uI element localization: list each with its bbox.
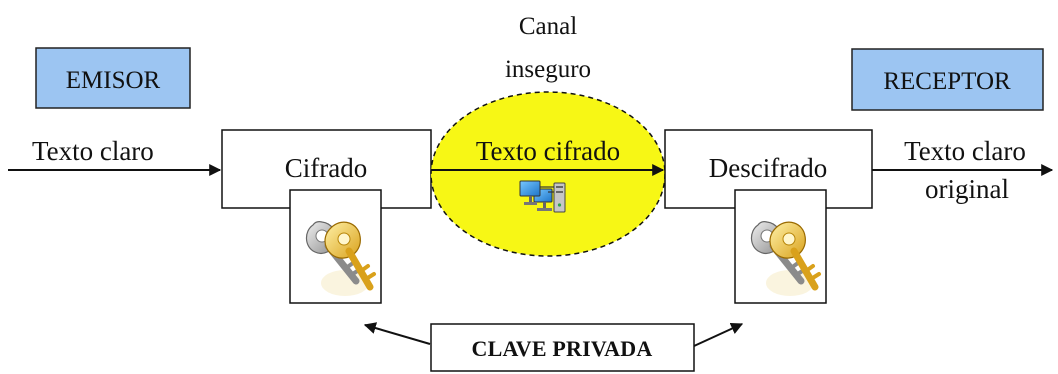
- network-computers-icon: [519, 180, 566, 213]
- insecure-channel-ellipse: [430, 91, 666, 257]
- private-key-label: CLAVE PRIVADA: [472, 336, 653, 361]
- receiver-box: [851, 48, 1044, 111]
- channel-title-line1: Canal: [519, 13, 577, 40]
- receiver-label: RECEPTOR: [883, 68, 1011, 95]
- sender-label: EMISOR: [66, 67, 161, 94]
- keys-icon: [305, 221, 376, 296]
- encrypt-label: Cifrado: [285, 153, 367, 183]
- private-key-arrow-right: [693, 323, 744, 347]
- ciphertext-label: Texto cifrado: [476, 136, 620, 166]
- decrypt-label: Descifrado: [709, 153, 827, 183]
- input-label: Texto claro: [32, 136, 154, 166]
- channel-title-line2: inseguro: [505, 56, 591, 83]
- private-key-arrow-left: [363, 322, 431, 345]
- private-key-box: [430, 323, 695, 372]
- output-label-line2: original: [925, 174, 1009, 204]
- output-label-line1: Texto claro: [904, 136, 1026, 166]
- sender-box: [35, 47, 191, 109]
- keys-icon: [750, 221, 821, 296]
